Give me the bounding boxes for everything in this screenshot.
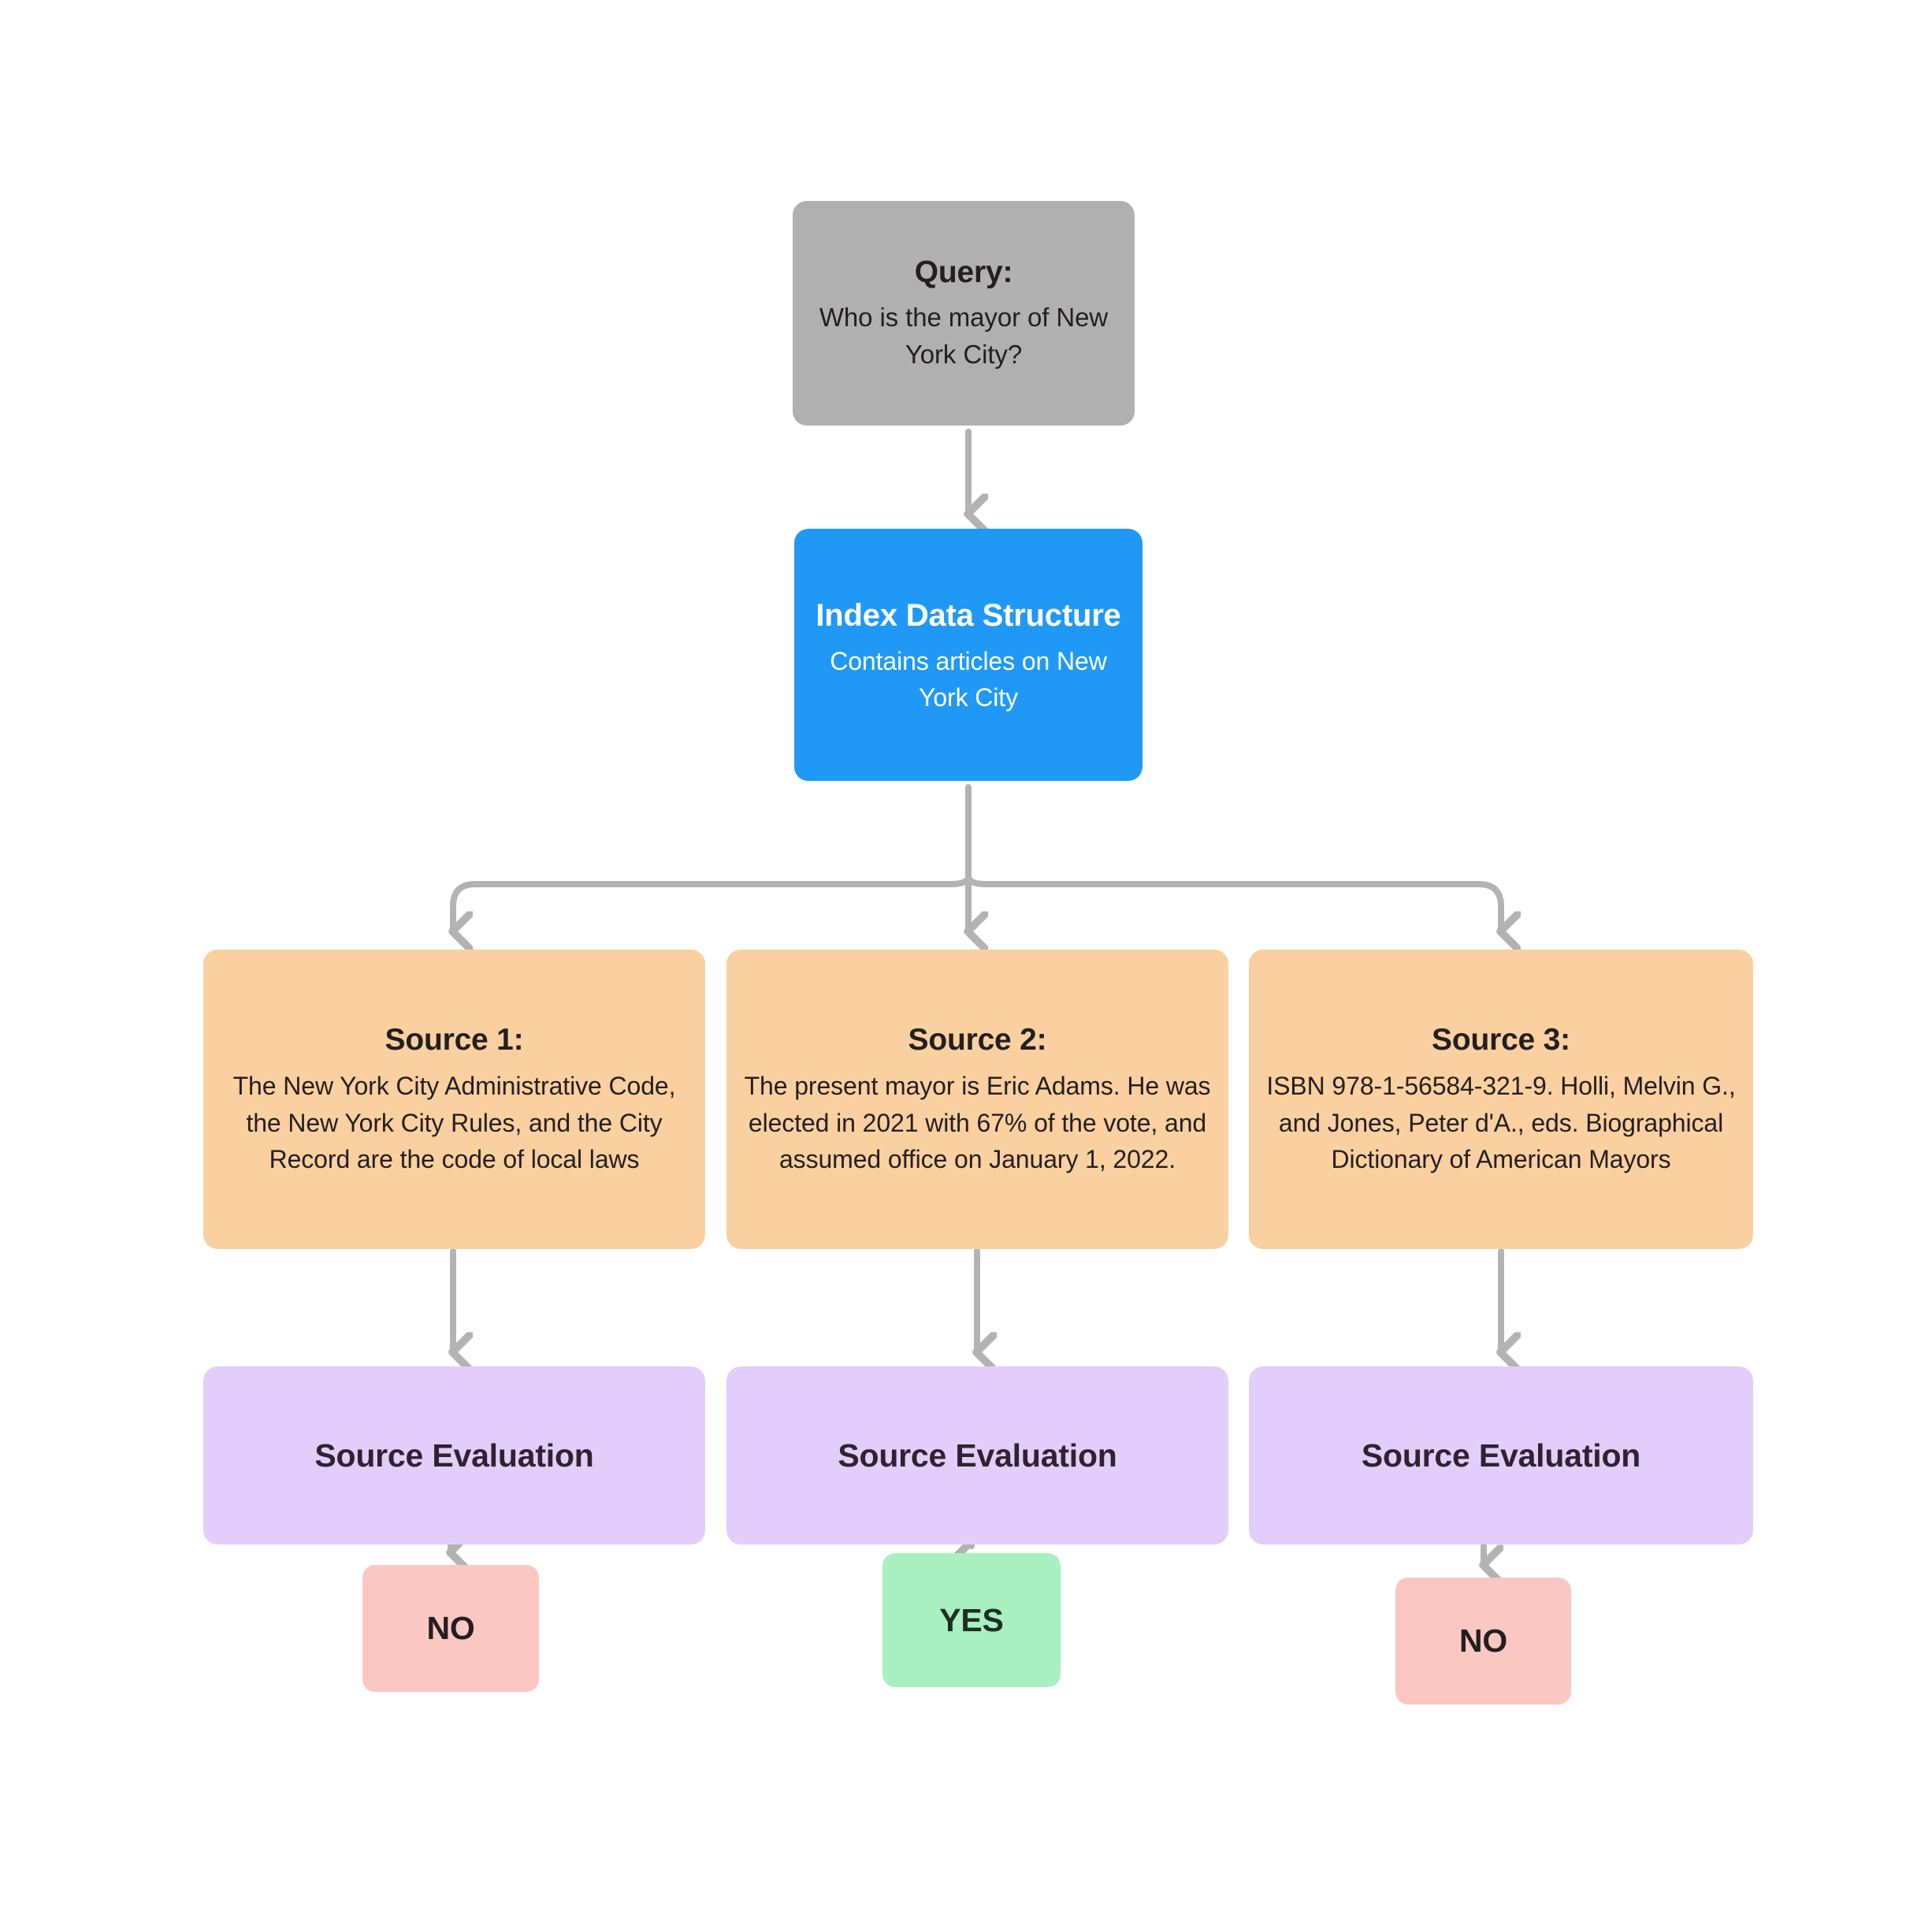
source-3-title: Source 3: — [1432, 1023, 1570, 1058]
decision-1-label: NO — [426, 1610, 475, 1647]
source-node-3[interactable]: Source 3: ISBN 978-1-56584-321-9. Holli,… — [1249, 950, 1753, 1249]
connector-branch-right — [965, 873, 1501, 931]
source-node-2[interactable]: Source 2: The present mayor is Eric Adam… — [726, 950, 1228, 1249]
query-title: Query: — [914, 255, 1013, 289]
decision-node-3[interactable]: NO — [1395, 1578, 1571, 1704]
decision-2-label: YES — [939, 1601, 1004, 1638]
query-body: Who is the mayor of New York City? — [819, 302, 1109, 370]
source-node-1[interactable]: Source 1: The New York City Administrati… — [203, 950, 705, 1249]
evaluation-1-label: Source Evaluation — [314, 1437, 594, 1474]
decision-node-1[interactable]: NO — [362, 1565, 539, 1692]
evaluation-2-label: Source Evaluation — [838, 1437, 1117, 1474]
decision-3-label: NO — [1458, 1623, 1508, 1660]
source-2-body: The present mayor is Eric Adams. He was … — [744, 1072, 1211, 1174]
connector-branch-left — [453, 873, 972, 931]
source-3-body: ISBN 978-1-56584-321-9. Holli, Melvin G.… — [1266, 1072, 1736, 1174]
query-node[interactable]: Query: Who is the mayor of New York City… — [793, 201, 1135, 426]
source-evaluation-node-2[interactable]: Source Evaluation — [726, 1366, 1228, 1545]
index-title: Index Data Structure — [816, 598, 1121, 634]
source-evaluation-node-3[interactable]: Source Evaluation — [1249, 1366, 1753, 1545]
source-2-title: Source 2: — [908, 1023, 1047, 1058]
source-1-body: The New York City Administrative Code, t… — [232, 1072, 676, 1174]
decision-node-2[interactable]: YES — [882, 1553, 1061, 1687]
source-evaluation-node-1[interactable]: Source Evaluation — [203, 1366, 705, 1545]
index-body: Contains articles on New York City — [830, 647, 1107, 712]
source-1-title: Source 1: — [385, 1023, 524, 1058]
index-data-structure-node[interactable]: Index Data Structure Contains articles o… — [794, 529, 1142, 781]
evaluation-3-label: Source Evaluation — [1361, 1437, 1641, 1474]
